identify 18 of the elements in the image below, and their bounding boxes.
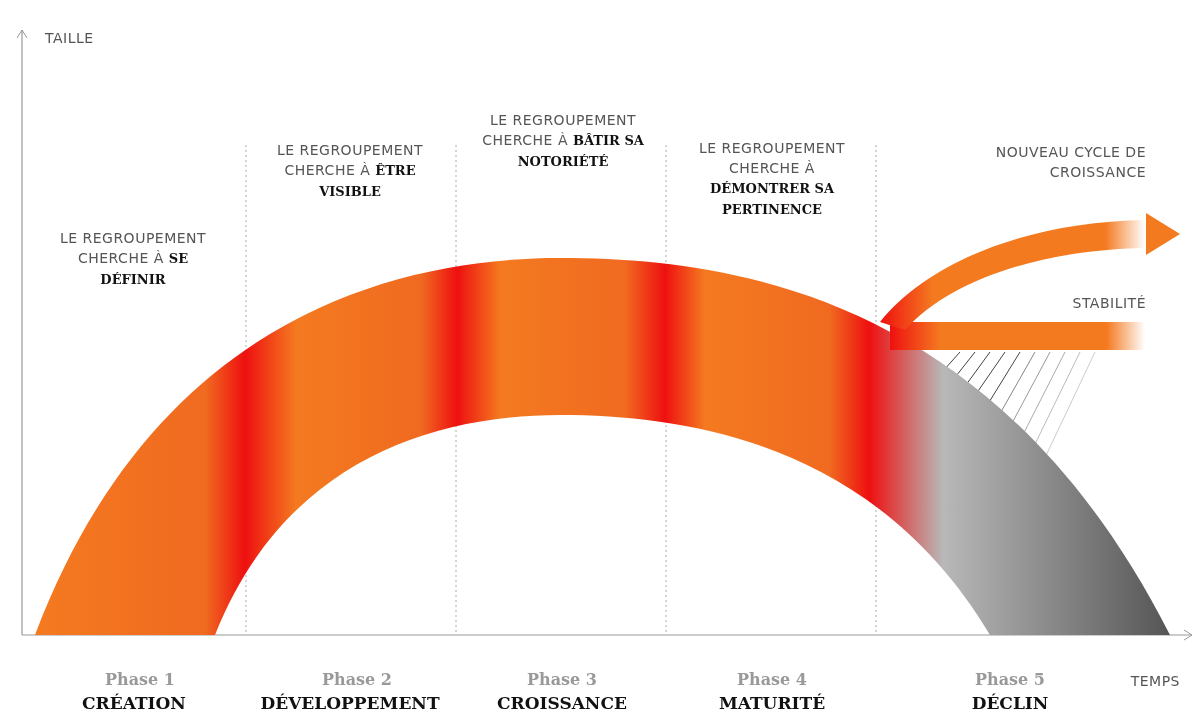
phase-name: CRÉATION: [81, 693, 187, 713]
phase-number: Phase 5: [974, 670, 1046, 689]
phase-name: CROISSANCE: [496, 693, 628, 713]
phase-goal-text: LE REGROUPEMENT CHERCHE À BÂTIR SA NOTORIÉTÉ: [481, 111, 645, 171]
phase-name: DÉVELOPPEMENT: [259, 693, 441, 713]
phase-name: MATURITÉ: [717, 693, 827, 713]
phase-number: Phase 3: [526, 670, 598, 689]
trend-label: STABILITÉ: [1071, 294, 1146, 313]
trend-label: NOUVEAU CYCLE DE CROISSANCE: [994, 143, 1146, 182]
phase-name: DÉCLIN: [970, 693, 1050, 713]
phase-goal-text: LE REGROUPEMENT CHERCHE À DÉMONTRER SA PERTINENCE: [697, 139, 847, 219]
phase-number: Phase 2: [321, 670, 393, 689]
phase-goal-text: LE REGROUPEMENT CHERCHE À SE DÉFINIR: [58, 229, 208, 289]
phase-number: Phase 4: [736, 670, 808, 689]
axis-label: TAILLE: [45, 29, 95, 48]
axis-label: TEMPS: [1129, 672, 1180, 691]
phase-number: Phase 1: [104, 670, 176, 689]
phase-goal-text: LE REGROUPEMENT CHERCHE À ÊTRE VISIBLE: [275, 141, 425, 201]
